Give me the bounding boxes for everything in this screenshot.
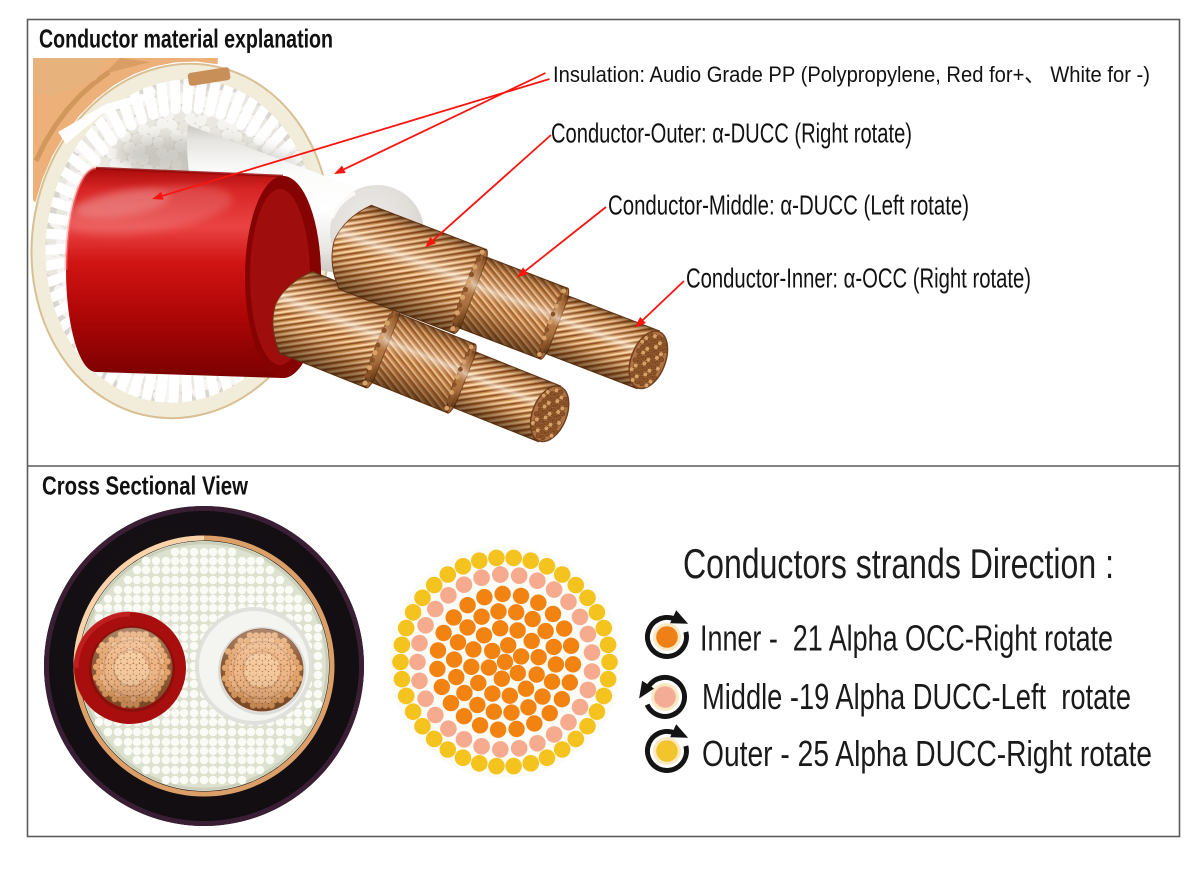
svg-text:Conductors strands Direction :: Conductors strands Direction : bbox=[683, 540, 1114, 587]
svg-text:Insulation: Audio Grade PP (Po: Insulation: Audio Grade PP (Polypropylen… bbox=[553, 62, 1150, 87]
svg-text:Conductor-Outer: α-DUCC (Right: Conductor-Outer: α-DUCC (Right rotate) bbox=[551, 118, 912, 149]
svg-text:Middle -19 Alpha DUCC-Left ro: Middle -19 Alpha DUCC-Left rotate bbox=[702, 676, 1131, 717]
svg-text:Conductor-Inner: α-OCC (Right: Conductor-Inner: α-OCC (Right rotate) bbox=[686, 263, 1031, 294]
svg-text:Outer - 25 Alpha DUCC-Right ro: Outer - 25 Alpha DUCC-Right rotate bbox=[702, 733, 1152, 774]
svg-text:Conductor-Middle: α-DUCC (Left: Conductor-Middle: α-DUCC (Left rotate) bbox=[608, 190, 969, 221]
svg-text:Inner - 21 Alpha OCC-Right ro: Inner - 21 Alpha OCC-Right rotate bbox=[700, 618, 1113, 659]
svg-text:Cross Sectional View: Cross Sectional View bbox=[42, 471, 249, 501]
svg-text:Conductor material explanation: Conductor material explanation bbox=[39, 24, 333, 54]
